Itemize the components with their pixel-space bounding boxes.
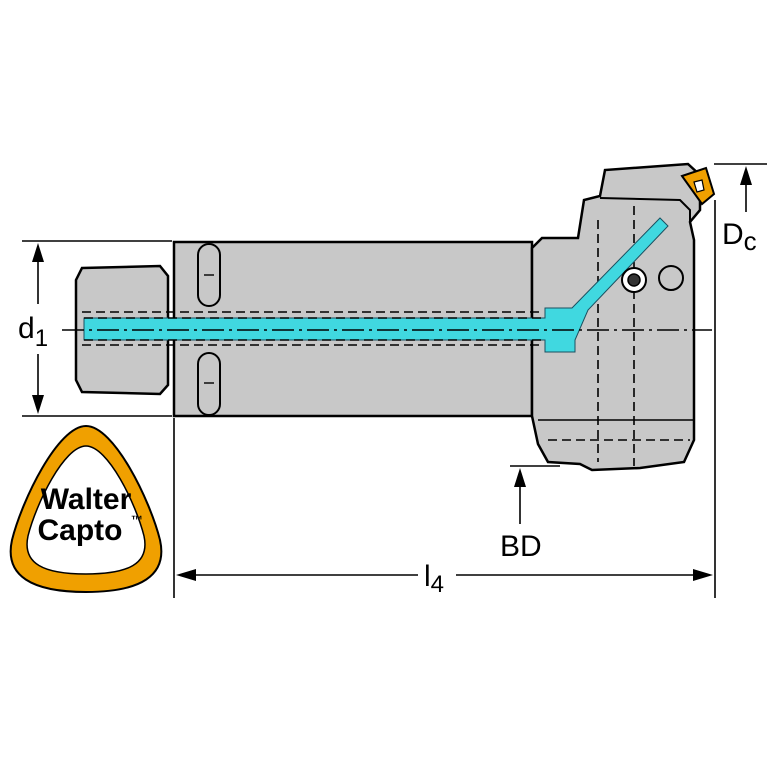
coolant-outlet-icon: [658, 265, 684, 291]
clamp-screw-inner-icon: [627, 273, 641, 287]
bd-label: BD: [500, 530, 542, 563]
l4-arrow-left-icon: [176, 569, 196, 581]
l4-arrow-right-icon: [693, 569, 713, 581]
logo-trademark: ™: [131, 513, 143, 527]
d1-arrow-up-icon: [32, 243, 44, 262]
walter-capto-logo: Walter Capto ™: [9, 424, 163, 594]
groove-bottom: [197, 352, 221, 416]
logo-ring-inner: [26, 445, 146, 575]
bd-arrow-up-icon: [514, 468, 526, 487]
dc-arrow-up-icon: [740, 166, 752, 185]
logo-walter: Walter: [41, 483, 132, 516]
logo-capto: Capto: [38, 514, 123, 547]
dc-label: Dc: [722, 218, 757, 256]
head-clamp-face: [599, 197, 691, 222]
l4-label: l4: [424, 560, 444, 598]
d1-arrow-down-icon: [32, 395, 44, 414]
cutting-insert-hole: [693, 179, 705, 193]
d1-label: d1: [18, 312, 48, 352]
tool-head: [530, 162, 702, 472]
